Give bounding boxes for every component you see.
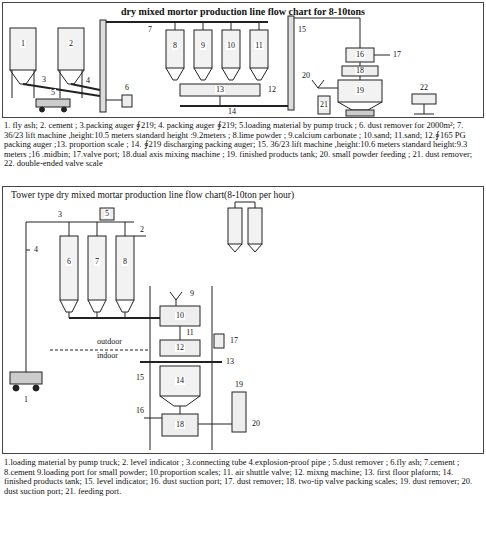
chart-title: dry mixed mortor production line flow ch… bbox=[3, 3, 483, 17]
callout-number: 5 bbox=[50, 89, 56, 97]
callout-number: 22 bbox=[419, 84, 429, 92]
callout-number: 5 bbox=[104, 210, 110, 218]
callout-number: 8 bbox=[122, 258, 128, 266]
callout-number: 17 bbox=[392, 51, 402, 59]
callout-number: 14 bbox=[175, 377, 185, 385]
callout-number: 18 bbox=[175, 421, 185, 429]
callout-number: 3 bbox=[57, 211, 63, 219]
callout-number: 7 bbox=[147, 26, 153, 34]
callout-number: 3 bbox=[41, 76, 47, 84]
callout-number: 8 bbox=[172, 42, 178, 50]
callout-number: 21 bbox=[319, 101, 329, 109]
panel-frame: dry mixed mortor production line flow ch… bbox=[2, 2, 484, 118]
callout-number: 15 bbox=[297, 26, 307, 34]
callout-number: 12 bbox=[267, 86, 277, 94]
callout-number: 17 bbox=[229, 337, 239, 345]
callout-number: 20 bbox=[301, 72, 311, 80]
callout-number: 11 bbox=[185, 329, 195, 337]
callout-number: 10 bbox=[226, 42, 236, 50]
callout-number: 16 bbox=[355, 51, 365, 59]
callout-number: 4 bbox=[85, 77, 91, 85]
legend-text: 1. fly ash; 2. cement ; 3.packing auger … bbox=[4, 121, 482, 169]
chart-title: Tower type dry mixed mortar production l… bbox=[3, 187, 483, 200]
callout-number: 12 bbox=[175, 344, 185, 352]
callout-number: 1 bbox=[20, 40, 26, 48]
callout-number: 4 bbox=[33, 246, 39, 254]
callout-number: 9 bbox=[200, 42, 206, 50]
callout-number: 20 bbox=[251, 420, 261, 428]
callout-number: 13 bbox=[215, 86, 225, 94]
callout-number: 2 bbox=[68, 40, 74, 48]
panel-frame: Tower type dry mixed mortar production l… bbox=[2, 186, 484, 454]
callout-number: 16 bbox=[135, 407, 145, 415]
callout-number: 6 bbox=[124, 84, 130, 92]
callout-number: 14 bbox=[227, 108, 237, 116]
callout-number: 18 bbox=[355, 67, 365, 75]
callout-number: 15 bbox=[135, 374, 145, 382]
callout-number: 10 bbox=[175, 312, 185, 320]
legend-text: 1.loading material by pump truck; 2. lev… bbox=[4, 458, 482, 496]
zone-label: indoor bbox=[96, 352, 119, 361]
callout-number: 19 bbox=[234, 381, 244, 389]
callout-number: 6 bbox=[66, 258, 72, 266]
callout-number: 13 bbox=[225, 358, 235, 366]
zone-label: outdoor bbox=[96, 338, 123, 347]
callout-number: 11 bbox=[254, 42, 264, 50]
callout-number: 9 bbox=[189, 290, 195, 298]
callout-number: 19 bbox=[355, 87, 365, 95]
callout-number: 1 bbox=[23, 396, 29, 404]
callout-number: 2 bbox=[139, 226, 145, 234]
callout-number: 7 bbox=[94, 258, 100, 266]
